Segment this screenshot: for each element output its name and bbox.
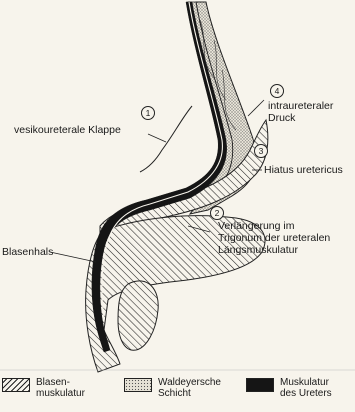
leader-klappe [148,134,166,142]
marker-3: 3 [254,144,268,158]
label-verlaengerung-2: Trigonum der ureteralen [218,232,330,244]
legend-label-ureter: Muskulatur des Ureters [280,377,332,399]
legend-swatch-waldeyer [124,378,152,392]
marker-4: 4 [270,84,284,98]
label-vesikoureterale-klappe: vesikoureterale Klappe [14,124,121,136]
legend-swatch-ureter [246,378,274,392]
label-blasenhals: Blasenhals [2,246,53,258]
leader-blasenhals [50,252,96,262]
legend-swatch-blasenmuskulatur [2,378,30,392]
legend-label-blasenmuskulatur: Blasen- muskulatur [36,377,85,399]
label-druck-2: Druck [268,112,295,124]
label-hiatus-uretericus: Hiatus uretericus [264,164,343,176]
legend-label-waldeyer: Waldeyersche Schicht [158,377,221,399]
marker-1: 1 [141,106,155,120]
marker-2: 2 [210,206,224,220]
leader-druck [248,100,264,116]
label-verlaengerung-3: Längsmuskulatur [218,244,298,256]
label-verlaengerung-1: Verlängerung im [218,220,294,232]
sphincter-lobe [118,281,158,350]
label-druck-1: intraureteraler [268,100,333,112]
